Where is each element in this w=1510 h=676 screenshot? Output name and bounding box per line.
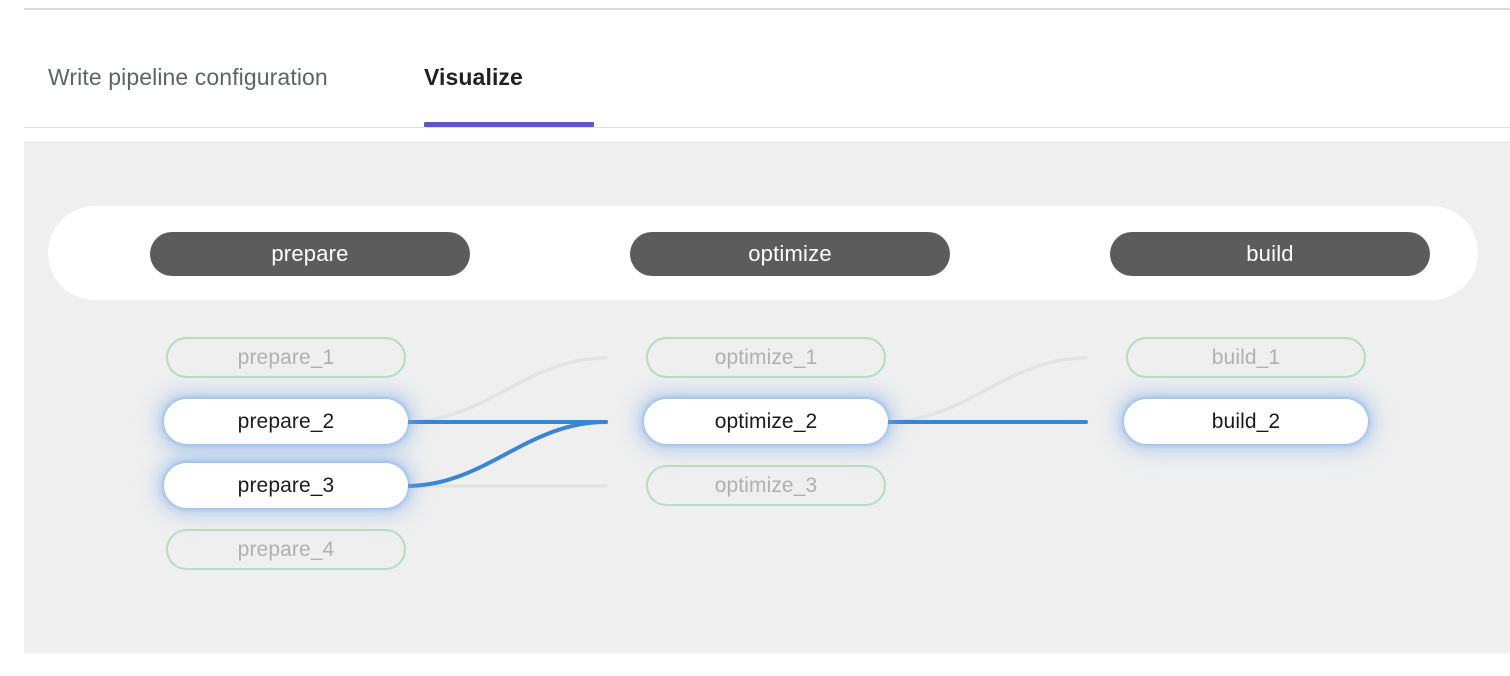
- job-node-optimize-1-label: optimize_1: [714, 345, 818, 369]
- job-node-optimize-2-label: optimize_2: [714, 409, 818, 433]
- page-top-divider: [24, 8, 1510, 10]
- job-node-prepare-2-label: prepare_2: [237, 409, 335, 433]
- job-node-prepare-3-label: prepare_3: [237, 473, 335, 497]
- job-node-build-2-label: build_2: [1211, 409, 1281, 433]
- job-node-optimize-2[interactable]: optimize_2: [646, 401, 886, 442]
- tab-bar: Write pipeline configuration Visualize: [24, 40, 1510, 128]
- tab-write-pipeline-configuration-label: Write pipeline configuration: [48, 64, 328, 90]
- tab-active-underline: [424, 122, 594, 127]
- stage-pill-optimize-label: optimize: [748, 241, 832, 266]
- stage-pill-prepare-label: prepare: [271, 241, 349, 266]
- job-node-prepare-4[interactable]: prepare_4: [166, 529, 406, 570]
- stage-pill-build-label: build: [1246, 241, 1294, 266]
- job-node-prepare-3[interactable]: prepare_3: [166, 465, 406, 506]
- stage-pill-optimize[interactable]: optimize: [630, 232, 950, 276]
- tab-visualize[interactable]: Visualize: [424, 40, 523, 128]
- edge-prepare_2-to-optimize_1: [404, 356, 608, 424]
- job-node-prepare-1-label: prepare_1: [237, 345, 335, 369]
- job-node-prepare-4-label: prepare_4: [237, 537, 335, 561]
- job-node-build-1-label: build_1: [1211, 345, 1281, 369]
- edge-optimize_2-to-build_1: [884, 356, 1088, 424]
- stage-header-bar: prepare optimize build: [48, 206, 1478, 300]
- job-node-optimize-1[interactable]: optimize_1: [646, 337, 886, 378]
- job-node-build-1[interactable]: build_1: [1126, 337, 1366, 378]
- tab-write-pipeline-configuration[interactable]: Write pipeline configuration: [48, 40, 328, 128]
- tab-visualize-label: Visualize: [424, 64, 523, 90]
- job-node-optimize-3-label: optimize_3: [714, 473, 818, 497]
- job-node-optimize-3[interactable]: optimize_3: [646, 465, 886, 506]
- tab-bar-divider: [24, 127, 1510, 128]
- pipeline-graph-canvas[interactable]: prepare optimize build prepare_1: [24, 141, 1510, 653]
- job-node-build-2[interactable]: build_2: [1126, 401, 1366, 442]
- job-node-prepare-2[interactable]: prepare_2: [166, 401, 406, 442]
- edge-prepare_3-to-optimize_2: [404, 420, 608, 488]
- stage-pill-prepare[interactable]: prepare: [150, 232, 470, 276]
- stage-pill-build[interactable]: build: [1110, 232, 1430, 276]
- job-node-prepare-1[interactable]: prepare_1: [166, 337, 406, 378]
